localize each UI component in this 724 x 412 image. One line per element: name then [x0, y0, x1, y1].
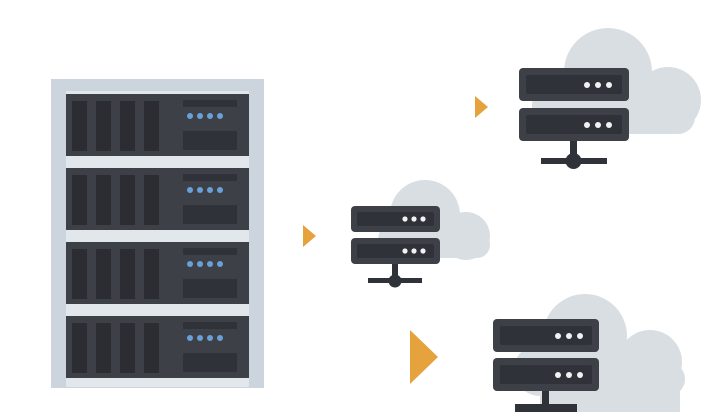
server-rack-icon	[51, 79, 264, 388]
status-led	[187, 261, 193, 267]
rack-unit	[66, 94, 249, 156]
rack-unit	[66, 242, 249, 304]
status-led	[187, 187, 193, 193]
cloud-server-icon	[351, 180, 490, 288]
network-stand-icon	[515, 391, 577, 412]
cloud-icon	[514, 294, 685, 412]
network-stand-icon	[368, 264, 422, 288]
server-icon	[519, 68, 629, 141]
server-icon	[493, 319, 599, 391]
arrow-right-icon	[475, 96, 488, 118]
status-led	[187, 335, 193, 341]
rack-unit	[66, 316, 249, 378]
status-led	[187, 113, 193, 119]
cloud-server-icon	[519, 28, 701, 169]
rack-unit	[66, 168, 249, 230]
arrow-right-icon	[303, 225, 316, 247]
server-icon	[351, 206, 440, 264]
network-stand-icon	[541, 141, 607, 169]
arrow-right-icon	[410, 330, 438, 384]
cloud-server-icon	[493, 294, 685, 412]
